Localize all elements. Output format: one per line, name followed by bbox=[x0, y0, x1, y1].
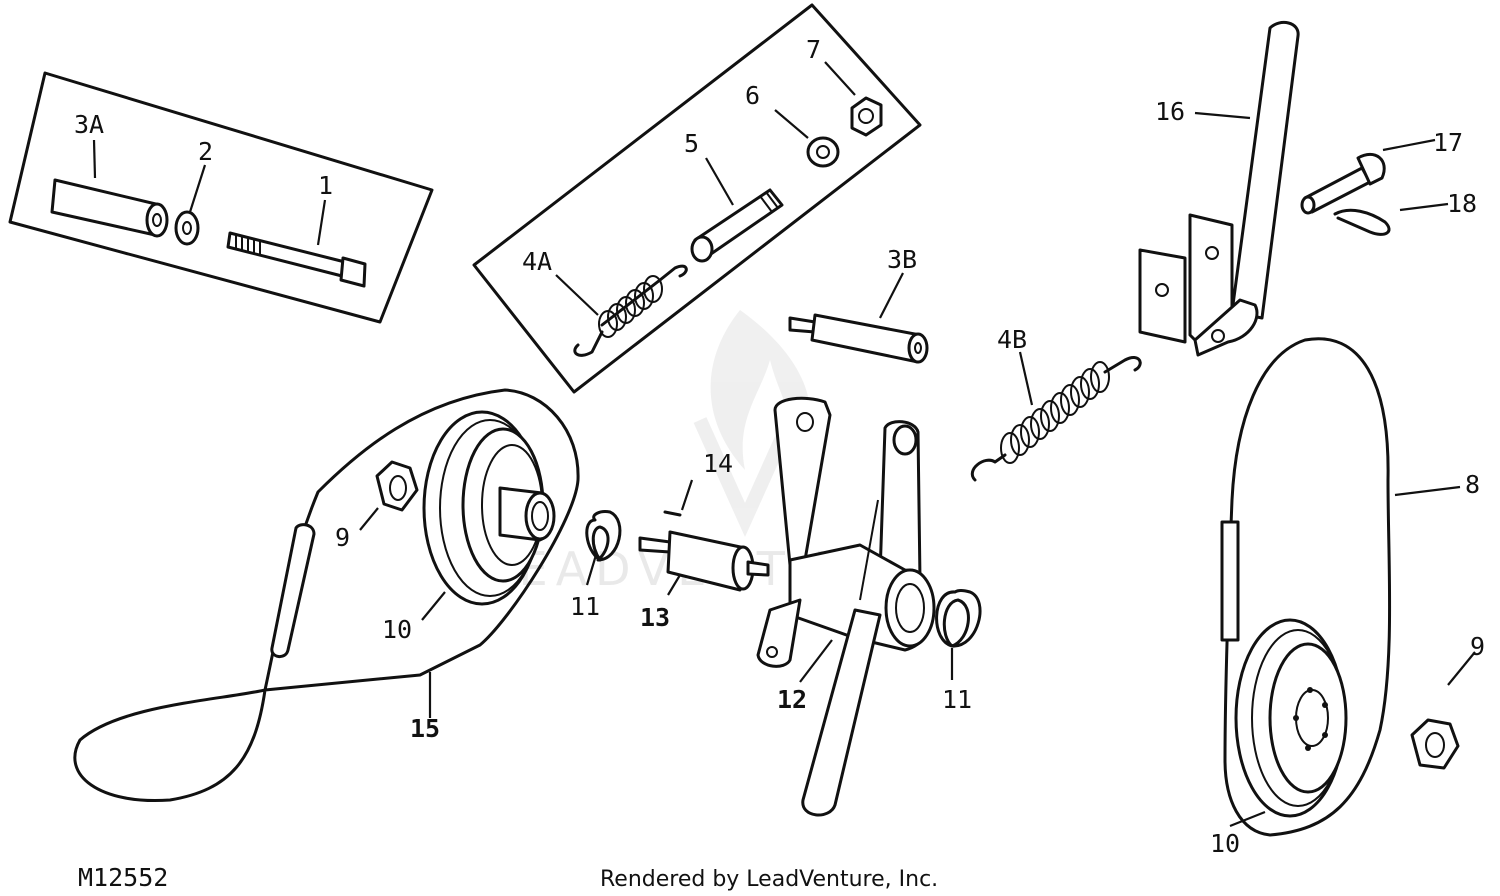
part-10-pulley-right bbox=[1234, 618, 1348, 818]
kit-box-2 bbox=[472, 3, 922, 394]
leader-lines bbox=[92, 61, 1476, 828]
kit-box-1 bbox=[8, 71, 434, 324]
part-8-belt bbox=[1223, 337, 1392, 837]
callout-9-left: 9 bbox=[335, 523, 350, 552]
callout-16: 16 bbox=[1155, 97, 1185, 126]
callout-13: 13 bbox=[640, 603, 670, 632]
part-15-belt bbox=[73, 388, 580, 803]
key-pin-left bbox=[270, 523, 316, 658]
part-10-pulley-left bbox=[422, 410, 556, 606]
callout-15: 15 bbox=[410, 714, 440, 743]
part-17-bolt bbox=[1300, 152, 1386, 215]
callout-5: 5 bbox=[684, 129, 699, 158]
part-12-idler-arm bbox=[756, 396, 936, 817]
callout-12: 12 bbox=[777, 685, 807, 714]
part-11-snap-ring-left bbox=[585, 510, 622, 562]
callout-1: 1 bbox=[318, 171, 333, 200]
callout-17: 17 bbox=[1433, 128, 1463, 157]
part-9-nut-right bbox=[1410, 718, 1460, 770]
part-13-shaft bbox=[638, 530, 770, 592]
callout-3a: 3A bbox=[74, 110, 104, 139]
watermark-logo bbox=[693, 310, 811, 538]
callout-10-right: 10 bbox=[1210, 829, 1240, 858]
callout-4a: 4A bbox=[522, 247, 552, 276]
part-3b-spacer bbox=[788, 313, 929, 364]
callout-7: 7 bbox=[806, 35, 821, 64]
callout-11-left: 11 bbox=[570, 592, 600, 621]
callout-10-left: 10 bbox=[382, 615, 412, 644]
footer-credit: Rendered by LeadVenture, Inc. bbox=[600, 867, 938, 892]
part-18-clip bbox=[1333, 208, 1391, 236]
callout-4b: 4B bbox=[997, 325, 1027, 354]
callout-labels: 3A 2 1 4A 5 6 7 3B 4B 16 17 18 8 9 10 9 … bbox=[74, 35, 1485, 858]
part-9-nut-left bbox=[375, 460, 419, 512]
callout-3b: 3B bbox=[887, 245, 917, 274]
part-11-snap-ring-right bbox=[935, 589, 982, 648]
callout-6: 6 bbox=[745, 81, 760, 110]
part-14-pin bbox=[663, 510, 682, 517]
diagram-id: M12552 bbox=[78, 863, 168, 892]
callout-9-right: 9 bbox=[1470, 632, 1485, 661]
part-4b-spring bbox=[971, 355, 1142, 482]
callout-2: 2 bbox=[198, 137, 213, 166]
callout-14: 14 bbox=[703, 449, 733, 478]
callout-11-right: 11 bbox=[942, 685, 972, 714]
part-16-lever bbox=[1138, 20, 1300, 357]
callout-18: 18 bbox=[1447, 189, 1477, 218]
callout-8: 8 bbox=[1465, 470, 1480, 499]
key-pin-right bbox=[1220, 520, 1240, 642]
